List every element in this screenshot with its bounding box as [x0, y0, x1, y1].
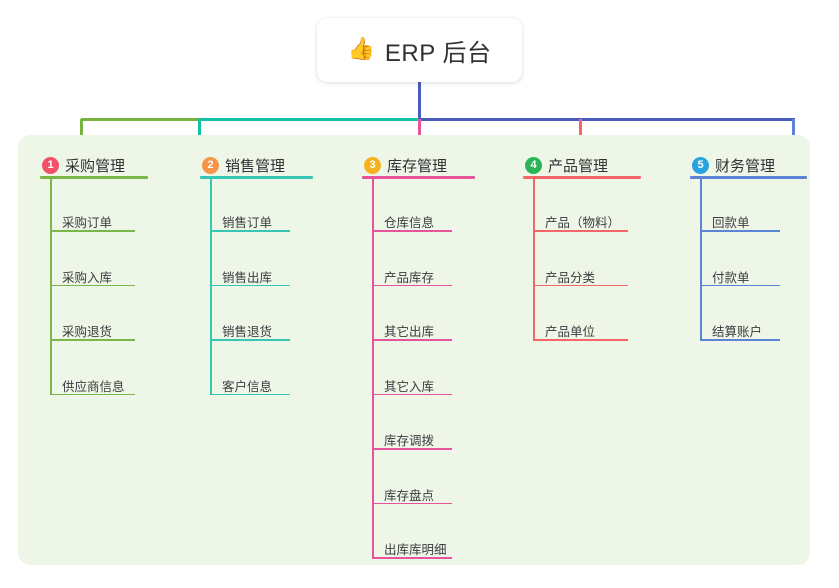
branch-header-2[interactable]: 2 销售管理: [200, 152, 285, 178]
branch-item-rule: [372, 339, 452, 341]
branch-title: 销售管理: [225, 157, 286, 175]
branch-item-label: 客户信息: [222, 379, 273, 394]
branch-item-rule: [533, 339, 628, 341]
branch-item-label: 销售订单: [222, 216, 273, 230]
branch-item-label: 出库库明细: [384, 543, 447, 557]
branch-header-rule: [362, 176, 475, 179]
branch-header-3[interactable]: 3 库存管理: [362, 152, 447, 178]
branch-header-rule: [40, 176, 148, 179]
branch-item-rule: [50, 393, 135, 396]
branch-item-label: 产品（物料）: [545, 216, 621, 230]
branch-item-label: 回款单: [712, 216, 750, 230]
branch-item-label: 销售出库: [222, 270, 273, 285]
branch-title: 财务管理: [715, 157, 776, 175]
branch-title: 采购管理: [65, 157, 126, 175]
branch-number-badge: 1: [42, 156, 59, 174]
branch-item-rule: [210, 393, 290, 396]
branch-item-label: 采购订单: [62, 216, 113, 230]
branch-item-rule: [372, 230, 452, 232]
branch-item-rule: [700, 230, 780, 232]
branch-item-rule: [533, 230, 628, 232]
branch-item-rule: [372, 393, 452, 396]
branch-item-label: 仓库信息: [384, 216, 435, 230]
branch-header-4[interactable]: 4 产品管理: [523, 152, 608, 178]
branch-item-label: 销售退货: [222, 325, 273, 339]
branch-number-badge: 2: [202, 156, 219, 174]
branch-item-rule: [50, 339, 135, 341]
branch-item-rule: [372, 284, 452, 287]
branch-item-rule: [50, 230, 135, 232]
branch-trunk-line: [372, 178, 374, 557]
thumbs-up-icon: 👍: [347, 37, 375, 62]
branch-trunk-line: [700, 178, 702, 339]
branch-header-5[interactable]: 5 财务管理: [690, 152, 775, 178]
branch-title: 库存管理: [387, 157, 448, 175]
mindmap-panel: [18, 135, 810, 565]
branch-item-rule: [372, 448, 452, 450]
branch-item-rule: [50, 284, 135, 287]
branch-item-label: 采购入库: [62, 270, 113, 285]
branch-number-badge: 4: [525, 156, 542, 174]
branch-item-rule: [210, 284, 290, 287]
branch-item-label: 采购退货: [62, 325, 113, 339]
branch-item-label: 其它入库: [384, 379, 435, 394]
branch-item-rule: [210, 339, 290, 341]
branch-item-label: 其它出库: [384, 325, 435, 339]
branch-header-1[interactable]: 1 采购管理: [40, 152, 125, 178]
branch-item-rule: [210, 230, 290, 232]
branch-header-rule: [690, 176, 807, 179]
branch-item-rule: [700, 339, 780, 341]
branch-item-rule: [372, 502, 452, 505]
branch-item-label: 供应商信息: [62, 379, 125, 394]
branch-item-rule: [700, 284, 780, 287]
branch-item-label: 库存盘点: [384, 488, 435, 503]
branch-header-rule: [200, 176, 313, 179]
branch-item-rule: [372, 557, 452, 559]
root-title: ERP 后台: [384, 39, 492, 67]
branch-item-rule: [533, 284, 628, 287]
branch-item-label: 库存调拨: [384, 434, 435, 448]
branch-item-label: 付款单: [712, 270, 750, 285]
branch-item-label: 产品单位: [545, 325, 596, 339]
branch-trunk-line: [533, 178, 535, 339]
branch-item-label: 产品分类: [545, 270, 596, 285]
branch-number-badge: 5: [692, 156, 709, 174]
branch-header-rule: [523, 176, 641, 179]
branch-item-label: 结算账户: [712, 325, 763, 339]
branch-item-label: 产品库存: [384, 270, 435, 285]
branch-title: 产品管理: [548, 157, 609, 175]
root-node[interactable]: 👍 ERP 后台: [317, 18, 522, 82]
branch-number-badge: 3: [364, 156, 381, 174]
